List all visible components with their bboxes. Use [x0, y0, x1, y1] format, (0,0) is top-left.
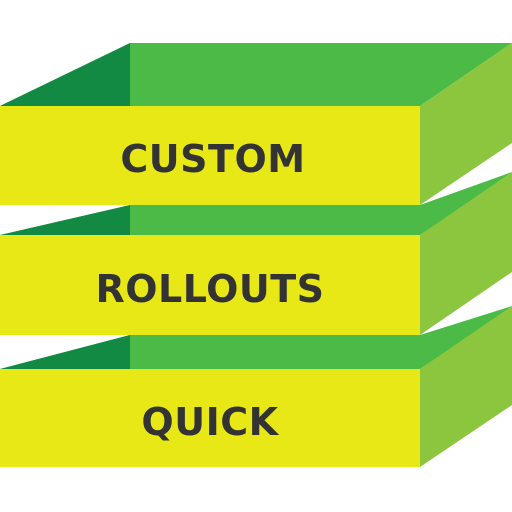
- tier-quick-inner-back: [0, 335, 130, 369]
- tier-rollouts: ROLLOUTS: [0, 172, 512, 335]
- tier-quick-right-side: [420, 306, 512, 467]
- tier-quick-front-face: [0, 369, 420, 467]
- tier-rollouts-right-side: [420, 172, 512, 335]
- tier-custom-right-side: [420, 43, 512, 205]
- tier-rollouts-inner-back: [0, 205, 130, 235]
- tier-custom-front-face: [0, 106, 420, 205]
- tier-quick-label: QUICK: [141, 400, 279, 444]
- tier-custom-inner-back: [0, 43, 130, 106]
- tier-rollouts-front-face: [0, 235, 420, 335]
- tier-custom: CUSTOM: [0, 43, 512, 205]
- tier-custom-label: CUSTOM: [120, 137, 305, 181]
- tier-rollouts-label: ROLLOUTS: [95, 267, 324, 311]
- tier-quick: QUICK: [0, 306, 512, 467]
